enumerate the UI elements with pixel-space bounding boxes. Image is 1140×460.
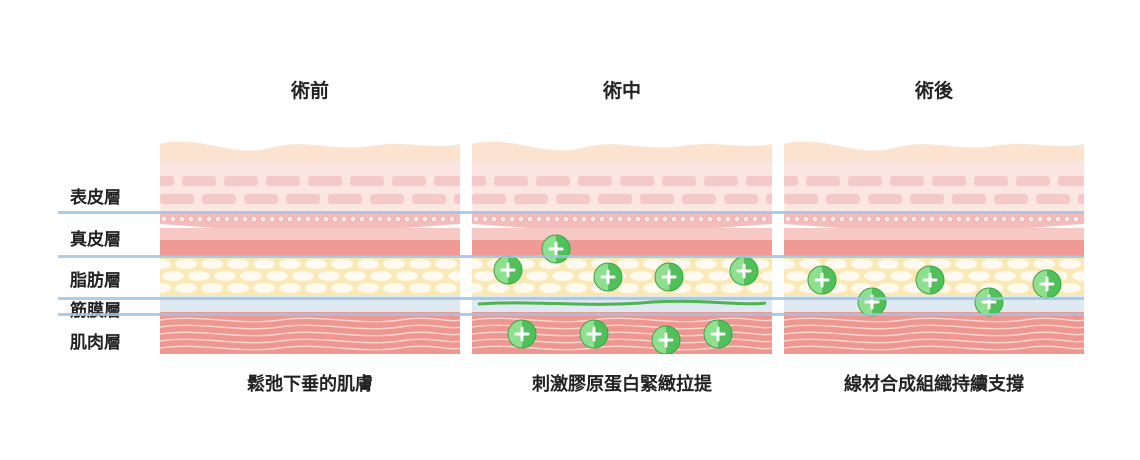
- plus-icon: [493, 255, 523, 285]
- epidermis-cells: [784, 176, 1084, 204]
- layer-label-fascia: 筋膜層: [70, 301, 121, 321]
- plus-icon: [507, 319, 537, 349]
- plus-icon: [807, 265, 837, 295]
- plus-icon: [729, 256, 759, 286]
- layer-label-epidermis: 表皮層: [70, 188, 121, 208]
- fascia-band: [160, 296, 460, 312]
- epidermis-band: [160, 162, 460, 212]
- muscle-fibers: [160, 317, 460, 351]
- panel-title-before: 術前: [290, 80, 329, 102]
- dermis-cells: [784, 215, 1080, 223]
- fat-cells: [784, 259, 1084, 293]
- muscle-fibers: [784, 317, 1084, 351]
- plus-icon: [593, 262, 623, 292]
- epidermis-surface: [784, 141, 1084, 162]
- panel-title-after: 術後: [914, 80, 953, 102]
- dermis-cells: [472, 215, 768, 223]
- skin-layers-illustration-during: [472, 141, 772, 354]
- skin-panel-after: [784, 136, 1084, 354]
- epidermis-cells: [472, 176, 772, 204]
- skin-panel-during: [472, 136, 772, 354]
- epidermis-band: [472, 162, 772, 212]
- plus-icon: [857, 287, 887, 317]
- plus-icon: [915, 265, 945, 295]
- panel-caption-before: 鬆弛下垂的肌膚: [247, 374, 373, 395]
- layer-label-muscle: 肌肉層: [70, 333, 121, 353]
- guide-line-fascia-muscle: [58, 313, 1084, 316]
- plus-icon: [541, 234, 571, 264]
- panel-title-during: 術中: [602, 80, 641, 102]
- plus-icon: [579, 319, 609, 349]
- plus-icon: [1032, 269, 1062, 299]
- panel-caption-after: 線材合成組織持續支撐: [844, 374, 1024, 395]
- fascia-thread: [477, 299, 767, 306]
- layer-label-dermis: 真皮層: [70, 230, 121, 250]
- guide-line-epidermis-dermis: [58, 211, 1084, 214]
- skin-panel-before: [160, 136, 460, 354]
- epidermis-band: [784, 162, 1084, 212]
- epidermis-surface: [472, 141, 772, 162]
- skin-layers-illustration-after: [784, 141, 1084, 354]
- dermis-lower-band: [472, 240, 772, 256]
- fat-cells: [160, 259, 460, 293]
- dermis-lower-band: [784, 240, 1084, 256]
- dermis-cells: [160, 215, 456, 223]
- skin-layers-illustration-before: [160, 141, 460, 354]
- epidermis-cells: [160, 176, 460, 204]
- plus-icon: [703, 319, 733, 349]
- plus-icon: [974, 287, 1004, 317]
- panel-caption-during: 刺激膠原蛋白緊緻拉提: [532, 374, 712, 395]
- dermis-lower-band: [160, 240, 460, 256]
- layer-label-fat: 脂肪層: [70, 271, 121, 291]
- guide-line-dermis-fat: [58, 255, 1084, 258]
- plus-icon: [651, 325, 681, 354]
- plus-icon: [654, 262, 684, 292]
- epidermis-surface: [160, 141, 460, 162]
- guide-line-fat-fascia: [58, 297, 1084, 300]
